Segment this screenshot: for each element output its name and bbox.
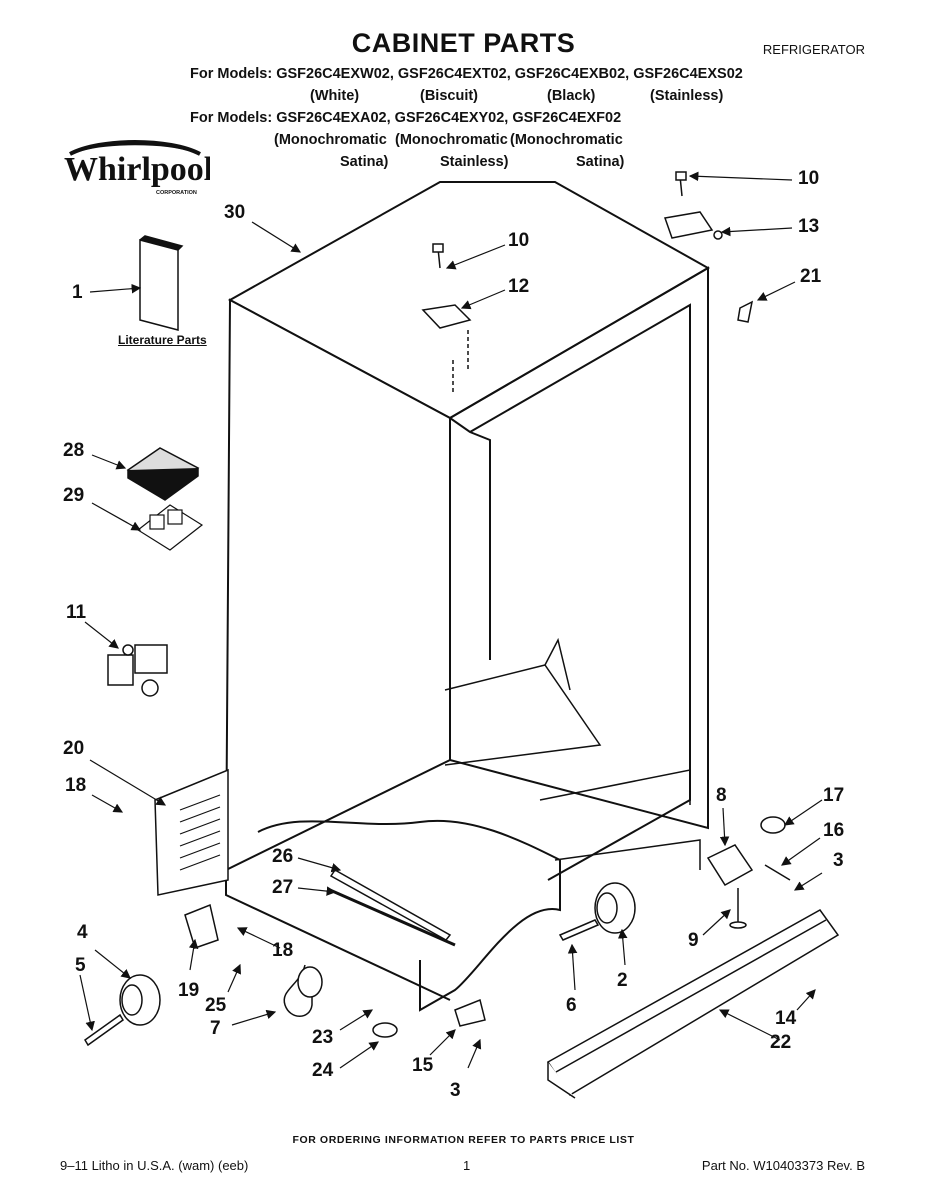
toe-grille [546,909,840,1099]
callout-14: 14 [775,1008,797,1029]
models-label-2: For Models: [190,110,273,126]
whirlpool-logo: Whirlpool CORPORATION [60,140,210,196]
callout-10-left: 10 [508,230,530,251]
electronic-control-cover [126,447,200,501]
callout-24: 24 [312,1060,334,1081]
top-hinge-left [421,243,472,395]
callout-8: 8 [716,785,727,806]
callout-6: 6 [566,995,577,1016]
electronic-control-board [136,504,204,551]
callout-25: 25 [205,995,227,1016]
drain-tubes [329,869,456,947]
color-satina-2: Satina) [576,154,625,170]
color-white: (White) [310,88,360,104]
callout-11: 11 [66,602,87,623]
callout-19: 19 [178,980,200,1001]
callout-21: 21 [800,266,822,287]
callout-22: 22 [770,1032,792,1053]
water-valve [107,644,168,697]
color-satina-1: Satina) [340,154,389,170]
models-label: For Models: [190,66,273,82]
models-list-2: GSF26C4EXA02, GSF26C4EXY02, GSF26C4EXF02 [276,110,622,126]
rear-access-panel [154,768,229,896]
callout-3-bottom: 3 [450,1080,461,1101]
callout-15: 15 [412,1055,434,1076]
leveling-bracket-left [184,903,486,1038]
rear-roller [558,882,636,941]
litho-info: 9–11 Litho in U.S.A. (wam) (eeb) [60,1158,249,1173]
leveling-bracket-right [706,816,791,929]
callout-9: 9 [688,930,699,951]
callout-16: 16 [823,820,845,841]
part-number: Part No. W10403373 Rev. B [701,1158,865,1173]
callout-1: 1 [72,282,83,303]
front-roller [84,974,161,1047]
callout-29: 29 [63,485,85,506]
callout-27: 27 [272,877,294,898]
category-label: REFRIGERATOR [762,42,865,57]
callout-12: 12 [508,276,530,297]
callout-13: 13 [798,216,820,237]
callout-26: 26 [272,846,294,867]
color-stainless-2: Stainless) [440,154,509,170]
callout-18-left: 18 [65,775,87,796]
svg-text:Whirlpool: Whirlpool [64,151,210,188]
models-line-2: For Models: GSF26C4EXA02, GSF26C4EXY02, … [190,110,621,126]
color-mono-1: (Monochromatic [274,132,387,148]
callout-18-center: 18 [272,940,294,961]
drain-hose [283,964,323,1017]
color-stainless: (Stainless) [650,88,724,104]
ordering-note: FOR ORDERING INFORMATION REFER TO PARTS … [292,1134,635,1146]
page-number: 1 [463,1158,471,1173]
models-list: GSF26C4EXW02, GSF26C4EXT02, GSF26C4EXB02… [276,66,743,82]
callout-3-right: 3 [833,850,844,871]
callout-7: 7 [210,1018,221,1039]
callout-5: 5 [75,955,86,976]
color-black: (Black) [547,88,596,104]
literature-parts-label: Literature Parts [118,333,207,347]
callout-23: 23 [312,1027,334,1048]
cabinet-shell [224,181,711,1012]
literature-booklet [139,235,184,331]
callout-2: 2 [617,970,628,991]
svg-text:CORPORATION: CORPORATION [156,190,197,196]
color-mono-3: (Monochromatic [510,132,623,148]
callout-20: 20 [63,738,85,759]
callout-4: 4 [77,922,88,943]
leader-lines [79,171,823,1069]
color-biscuit: (Biscuit) [420,88,478,104]
page-title: CABINET PARTS [351,28,576,58]
callout-30: 30 [224,202,246,223]
top-hinge-right [663,171,723,240]
callout-10-right: 10 [798,168,820,189]
callout-28: 28 [63,440,85,461]
models-line-1: For Models: GSF26C4EXW02, GSF26C4EXT02, … [190,66,743,82]
hinge-cover-21 [737,300,754,323]
color-mono-2: (Monochromatic [395,132,508,148]
callout-17: 17 [823,785,845,806]
